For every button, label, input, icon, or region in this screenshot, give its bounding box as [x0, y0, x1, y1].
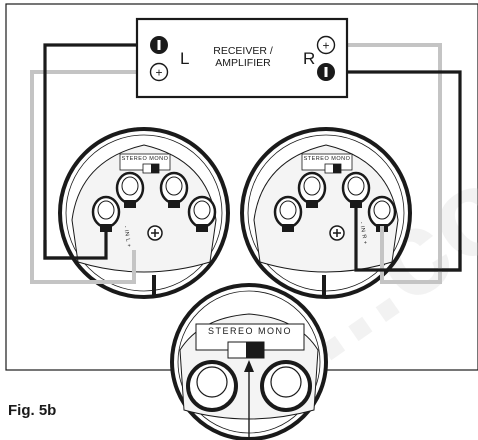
- left-speaker-binding-post: [159, 171, 189, 208]
- receiver-amplifier: + L RECEIVER / AMPLIFIER R +: [135, 17, 349, 99]
- right-negative-wire-end: [354, 206, 462, 272]
- left-negative-wire-end: [43, 226, 108, 260]
- receiver-left-label: L: [180, 49, 189, 68]
- receiver-title-line2: AMPLIFIER: [215, 57, 271, 69]
- receiver-right-positive-terminal: [316, 35, 336, 55]
- receiver-left-positive-terminal: [149, 62, 169, 82]
- positive-symbol-icon: +: [155, 66, 162, 80]
- figure-caption: Fig. 5b: [8, 402, 56, 419]
- left-speaker-switch-knob: [151, 164, 159, 173]
- zoom-binding-post: [260, 360, 312, 412]
- negative-bar-icon: [324, 67, 328, 77]
- left-speaker-binding-post: [115, 171, 145, 208]
- right-speaker-selector-label: STEREO MONO: [304, 156, 351, 162]
- zoom-switch-knob: [246, 342, 264, 358]
- wire-ends: [30, 206, 462, 284]
- left-speaker-selector-label: STEREO MONO: [122, 156, 169, 162]
- left-speaker-channel-label: - IN L +: [122, 225, 132, 248]
- left-speaker-leg: [152, 275, 156, 295]
- receiver-right-label: R: [303, 49, 315, 68]
- right-speaker-leg: [322, 275, 326, 295]
- selector-pointer-arrow: [244, 360, 254, 372]
- right-positive-wire-end: [380, 226, 442, 284]
- left-speaker-inner-ring: [65, 134, 223, 292]
- zoom-binding-post: [186, 360, 238, 412]
- left-speaker-binding-post: [187, 195, 217, 232]
- screw-cross-icon: [151, 229, 159, 237]
- receiver-title-line1: RECEIVER /: [213, 45, 273, 57]
- zoom-selector-label: STEREO MONO: [208, 326, 292, 336]
- right-speaker-binding-post: [297, 171, 327, 208]
- right-speaker-binding-post: [341, 171, 371, 208]
- right-speaker: STEREO MONO - IN R +: [240, 127, 412, 299]
- positive-symbol-icon: +: [322, 39, 329, 53]
- screw-cross-icon: [333, 229, 341, 237]
- receiver-box: [135, 17, 349, 99]
- negative-bar-icon: [157, 40, 161, 50]
- right-speaker-binding-post: [273, 195, 303, 232]
- left-positive-wire-end: [30, 250, 136, 284]
- right-speaker-switch-knob: [333, 164, 341, 173]
- left-speaker: STEREO MONO - IN L +: [58, 127, 230, 299]
- right-speaker-channel-label: - IN R +: [358, 221, 368, 245]
